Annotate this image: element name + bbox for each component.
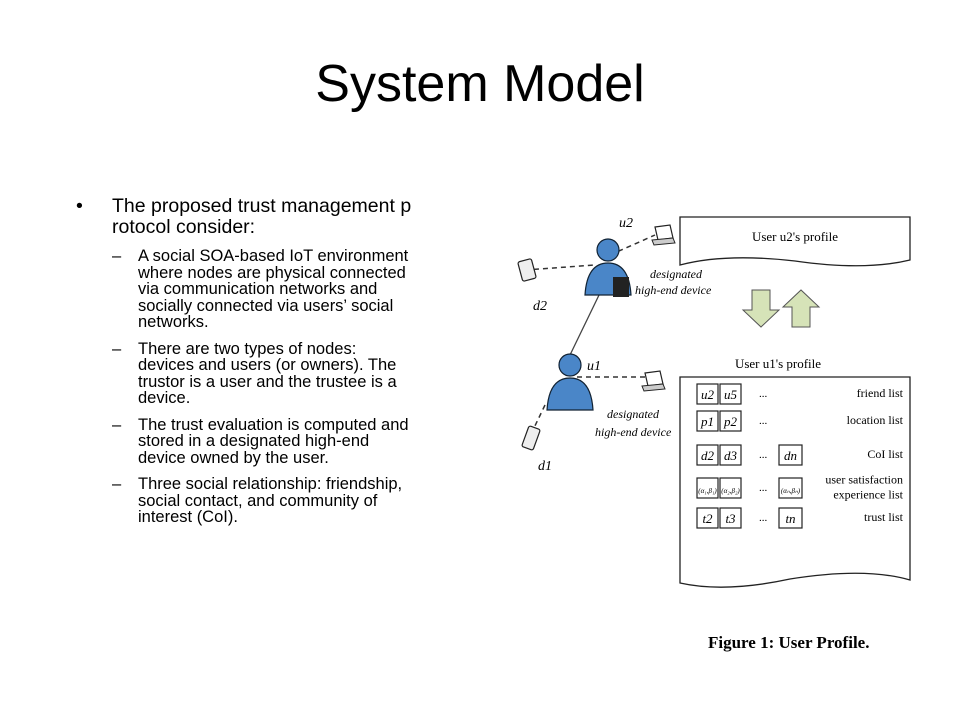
profile-ellipsis: ... <box>759 388 768 400</box>
profile-cell-text: tn <box>785 511 795 526</box>
profile-row-label: friend list <box>857 386 904 400</box>
device-label-u2-line1: designated <box>650 267 703 281</box>
sub-bullet: – Three social relationship: friendship,… <box>112 476 486 526</box>
profile-cell <box>719 507 742 529</box>
profile-cell-text: dn <box>784 448 797 463</box>
slide-title: System Model <box>315 55 645 113</box>
profile-cell-text: (α₁,β₁) <box>698 487 717 495</box>
profile-cell <box>719 383 742 405</box>
main-bullet-text: The proposed trust management p rotocol … <box>112 195 412 238</box>
u1-label: u1 <box>587 359 601 374</box>
profile-row-label: location list <box>847 413 904 427</box>
profile-cell-text: d2 <box>701 448 715 463</box>
user-u1-icon <box>546 353 594 411</box>
profile-ellipsis: ... <box>759 482 768 494</box>
dash-marker: – <box>112 475 122 493</box>
u1-d1-link <box>532 404 546 431</box>
profile-cell-text: t3 <box>725 511 736 526</box>
sub-bullet: – There are two types of nodes: devices … <box>112 339 486 407</box>
profile-cell-text: u5 <box>724 387 738 402</box>
bullet-marker: • <box>76 195 83 217</box>
profile-cell <box>778 507 803 529</box>
profile-cell-text: t2 <box>702 511 713 526</box>
profile-cell <box>719 410 742 432</box>
profile-cell-text: p1 <box>700 414 714 429</box>
profile-cell <box>719 444 742 466</box>
figure-caption: Figure 1: User Profile. <box>708 633 869 652</box>
u2-profile-box <box>679 216 911 267</box>
u1-profile-title: User u1's profile <box>735 356 821 371</box>
profile-row-label: CoI list <box>867 447 903 461</box>
profile-ellipsis: ... <box>759 449 768 461</box>
d2-label: d2 <box>533 299 547 314</box>
device-label-u2-line2: high-end device <box>635 283 712 297</box>
device-label-u1-line2: high-end device <box>595 425 672 439</box>
profile-cell-text: p2 <box>723 414 738 429</box>
u2-u1-link <box>569 292 601 356</box>
profile-ellipsis: ... <box>759 512 768 524</box>
profile-cell-text: (α₂,β₂) <box>721 487 740 495</box>
profile-cell-text: d3 <box>724 448 738 463</box>
main-bullet: • The proposed trust management p rotoco… <box>76 196 486 238</box>
sub-bullet: – A social SOA-based IoT environment whe… <box>112 248 486 331</box>
sub-bullet-list: – A social SOA-based IoT environment whe… <box>112 248 486 526</box>
profile-cell <box>696 383 719 405</box>
d1-label: d1 <box>538 459 552 474</box>
profile-cell-text: (αₙ,βₙ) <box>781 487 801 495</box>
profile-cell <box>719 477 742 499</box>
sub-bullet-text: The trust evaluation is computed and sto… <box>138 415 409 467</box>
sub-bullet-text: Three social relationship: friendship, s… <box>138 475 403 526</box>
u2-profile-title: User u2's profile <box>752 229 838 244</box>
laptop-icon <box>651 224 676 246</box>
profile-row-label: trust list <box>864 510 904 524</box>
sub-bullet: – The trust evaluation is computed and s… <box>112 415 486 467</box>
device-label-u1-line1: designated <box>607 407 660 421</box>
sub-bullet-text: A social SOA-based IoT environment where… <box>138 247 409 331</box>
profile-cell <box>696 444 719 466</box>
profile-row-label: experience list <box>833 488 903 502</box>
profile-row-label: user satisfaction <box>825 473 903 487</box>
user-u2-icon <box>584 238 632 297</box>
profile-cell <box>696 477 719 499</box>
profile-cell-text: u2 <box>701 387 715 402</box>
dash-marker: – <box>112 247 122 265</box>
figure-svg: u2 d2 u1 d1 designated high-end device d… <box>517 216 911 652</box>
bullet-list: • The proposed trust management p rotoco… <box>76 196 486 536</box>
u2-label: u2 <box>619 216 633 231</box>
user-profile-figure: u2 d2 u1 d1 designated high-end device d… <box>515 205 935 665</box>
profile-rows: u2 u5... friend list p1 p2... location list d2… <box>696 383 904 529</box>
sub-bullet-text: There are two types of nodes: devices an… <box>138 339 397 407</box>
dash-marker: – <box>112 415 122 434</box>
profile-cell <box>696 410 719 432</box>
profile-cell <box>778 477 803 499</box>
laptop-icon <box>641 370 666 392</box>
up-arrow-icon <box>781 289 821 328</box>
dash-marker: – <box>112 339 122 358</box>
mobile-phone-icon <box>521 425 541 451</box>
profile-ellipsis: ... <box>759 415 768 427</box>
phone-icon <box>517 258 537 282</box>
down-arrow-icon <box>741 289 781 328</box>
profile-cell <box>696 507 719 529</box>
d2-u2-link <box>524 264 596 271</box>
profile-cell <box>778 444 803 466</box>
